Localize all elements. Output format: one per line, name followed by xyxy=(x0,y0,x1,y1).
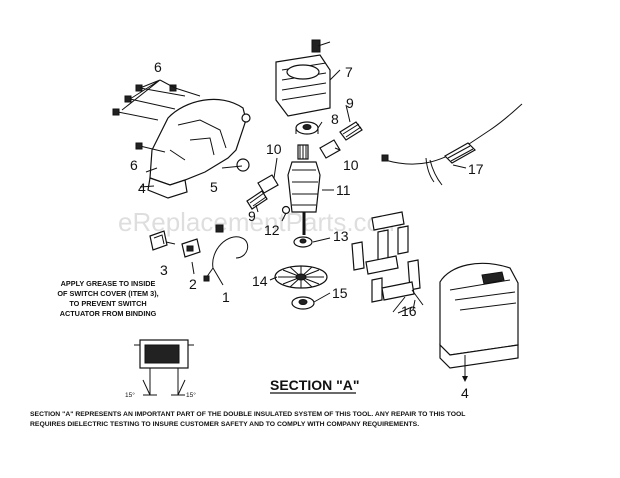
footer-note: SECTION "A" REPRESENTS AN IMPORTANT PART… xyxy=(30,410,610,430)
section-title: SECTION "A" xyxy=(270,377,360,393)
line-cord-part xyxy=(381,103,523,186)
clip-ring-part xyxy=(281,205,291,215)
footer-line: REQUIRES DIELECTRIC TESTING TO INSURE CU… xyxy=(30,421,420,428)
callout-16: 16 xyxy=(401,303,417,319)
fan-part xyxy=(274,265,328,289)
callout-8: 8 xyxy=(331,111,339,127)
callout-15: 15 xyxy=(332,285,348,301)
callout-1: 1 xyxy=(222,289,230,305)
callout-4-right: 4 xyxy=(461,385,469,401)
callout-11: 11 xyxy=(336,182,351,198)
callout-10-left: 10 xyxy=(266,141,282,157)
callout-10-right: 10 xyxy=(343,157,359,173)
callout-4-left: 4 xyxy=(138,180,146,196)
callout-13: 13 xyxy=(333,228,349,244)
leader-lines xyxy=(139,69,468,382)
grease-note: APPLY GREASE TO INSIDE OF SWITCH COVER (… xyxy=(28,279,188,319)
brush-upper-part xyxy=(339,121,363,141)
switch-detail xyxy=(134,339,194,396)
housing-half-part xyxy=(147,98,251,199)
callout-12: 12 xyxy=(264,222,280,238)
lead-wires-part xyxy=(203,224,249,282)
callout-3: 3 xyxy=(160,262,168,278)
switch-cover-part xyxy=(149,230,168,251)
callout-7: 7 xyxy=(345,64,353,80)
field-coil-part xyxy=(275,39,331,117)
lower-bearing-part xyxy=(291,296,315,310)
callout-9-bottom: 9 xyxy=(248,208,256,224)
switch-part xyxy=(181,238,201,258)
screws-part xyxy=(112,79,201,153)
bearing-part xyxy=(295,121,319,135)
brush-holder-left-part xyxy=(257,174,279,194)
grease-note-line: ACTUATOR FROM BINDING xyxy=(59,309,157,318)
callout-5: 5 xyxy=(210,179,218,195)
callout-6-top: 6 xyxy=(154,59,162,75)
callout-2: 2 xyxy=(189,276,197,292)
washer-part xyxy=(293,236,313,248)
angle-label-left: 15° xyxy=(125,391,135,399)
angle-label-right: 15° xyxy=(186,391,196,399)
brackets-part xyxy=(351,211,421,314)
callout-9-top: 9 xyxy=(346,95,354,111)
callout-6-left: 6 xyxy=(130,157,138,173)
armature-part xyxy=(287,144,321,235)
front-housing-part xyxy=(439,262,519,369)
callout-14: 14 xyxy=(252,273,268,289)
grease-note-line: OF SWITCH COVER (ITEM 3), xyxy=(57,289,159,298)
grease-note-line: TO PREVENT SWITCH xyxy=(69,299,147,308)
watermark: eReplacementParts.com xyxy=(118,207,403,237)
footer-line: SECTION "A" REPRESENTS AN IMPORTANT PART… xyxy=(30,411,466,418)
brush-lower-part xyxy=(246,190,268,210)
grease-note-line: APPLY GREASE TO INSIDE xyxy=(60,279,156,288)
callout-17: 17 xyxy=(468,161,484,177)
